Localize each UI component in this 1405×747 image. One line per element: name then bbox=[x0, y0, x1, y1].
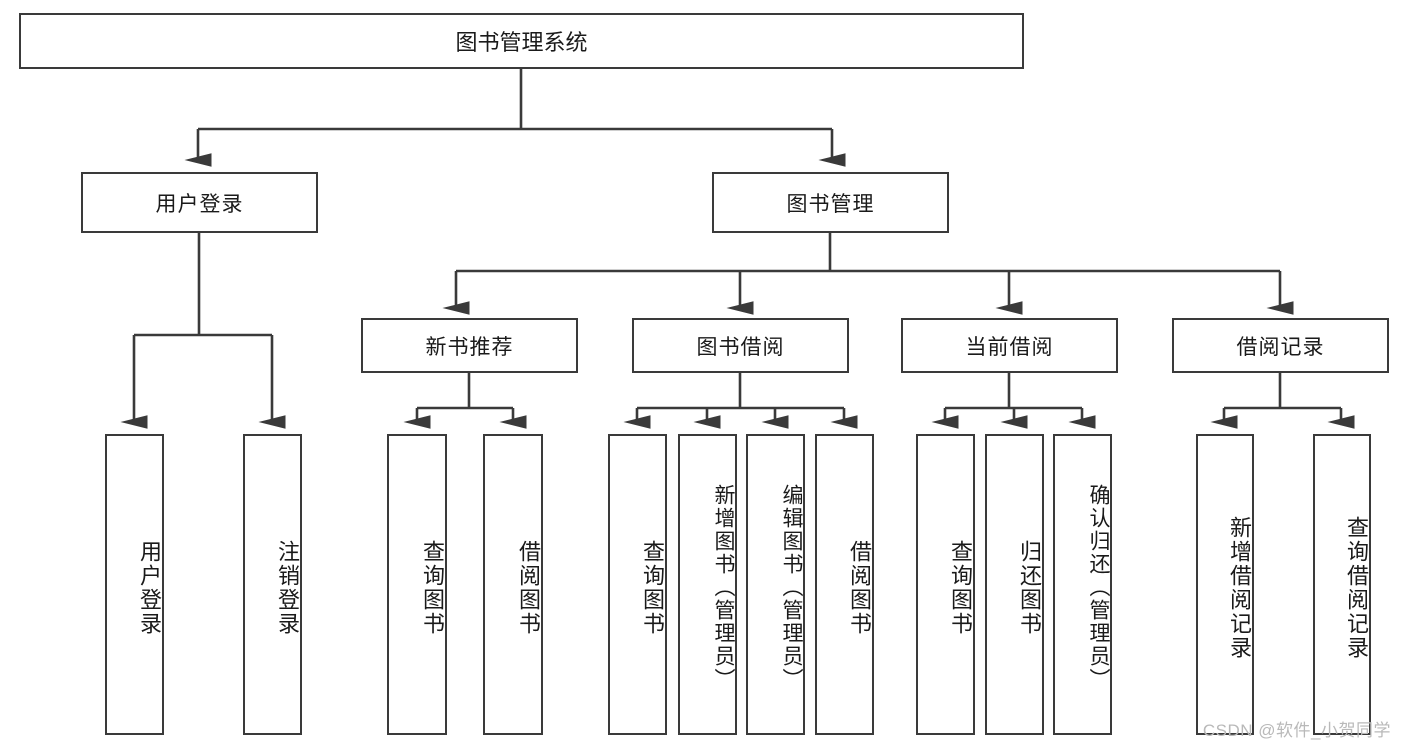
node-label: 用户登录 bbox=[137, 539, 162, 636]
leaf-recommend-borrow-book[interactable]: 借阅图书 bbox=[483, 434, 543, 735]
leaf-borrow-add-book-admin[interactable]: 新增图书（管理员） bbox=[678, 434, 737, 735]
node-new-book-recommend[interactable]: 新书推荐 bbox=[361, 318, 578, 373]
node-label: 确认归还（管理员） bbox=[1087, 484, 1110, 691]
node-label: 编辑图书（管理员） bbox=[780, 484, 803, 691]
node-label: 借阅图书 bbox=[847, 539, 872, 636]
node-root-system[interactable]: 图书管理系统 bbox=[19, 13, 1024, 69]
leaf-record-query-record[interactable]: 查询借阅记录 bbox=[1313, 434, 1371, 735]
leaf-borrow-borrow-book[interactable]: 借阅图书 bbox=[815, 434, 874, 735]
leaf-user-login-login[interactable]: 用户登录 bbox=[105, 434, 164, 735]
node-label: 借阅记录 bbox=[1236, 335, 1325, 359]
leaf-user-login-logout[interactable]: 注销登录 bbox=[243, 434, 302, 735]
node-label: 查询图书 bbox=[420, 539, 445, 636]
node-book-management[interactable]: 图书管理 bbox=[712, 172, 949, 233]
node-current-borrow[interactable]: 当前借阅 bbox=[901, 318, 1118, 373]
node-label: 查询图书 bbox=[948, 539, 973, 636]
node-user-login[interactable]: 用户登录 bbox=[81, 172, 318, 233]
node-label: 用户登录 bbox=[155, 192, 244, 216]
leaf-current-query-book[interactable]: 查询图书 bbox=[916, 434, 975, 735]
leaf-current-confirm-return-admin[interactable]: 确认归还（管理员） bbox=[1053, 434, 1112, 735]
watermark: CSDN @软件_小贺同学 bbox=[1202, 721, 1391, 740]
node-borrow-record[interactable]: 借阅记录 bbox=[1172, 318, 1389, 373]
node-label: 图书借阅 bbox=[696, 335, 785, 359]
leaf-borrow-edit-book-admin[interactable]: 编辑图书（管理员） bbox=[746, 434, 805, 735]
leaf-borrow-query-book[interactable]: 查询图书 bbox=[608, 434, 667, 735]
node-label: 当前借阅 bbox=[965, 335, 1054, 359]
node-label: 归还图书 bbox=[1017, 539, 1042, 636]
node-label: 新增借阅记录 bbox=[1227, 515, 1252, 660]
leaf-record-add-record[interactable]: 新增借阅记录 bbox=[1196, 434, 1254, 735]
node-label: 查询借阅记录 bbox=[1344, 515, 1369, 660]
node-label: 注销登录 bbox=[275, 539, 300, 636]
node-label: 新书推荐 bbox=[425, 335, 514, 359]
node-book-borrow[interactable]: 图书借阅 bbox=[632, 318, 849, 373]
node-label: 图书管理系统 bbox=[455, 30, 588, 55]
node-label: 图书管理 bbox=[786, 192, 875, 216]
leaf-current-return-book[interactable]: 归还图书 bbox=[985, 434, 1044, 735]
node-label: 查询图书 bbox=[640, 539, 665, 636]
leaf-recommend-query-book[interactable]: 查询图书 bbox=[387, 434, 447, 735]
node-label: 借阅图书 bbox=[516, 539, 541, 636]
node-label: 新增图书（管理员） bbox=[712, 484, 735, 691]
